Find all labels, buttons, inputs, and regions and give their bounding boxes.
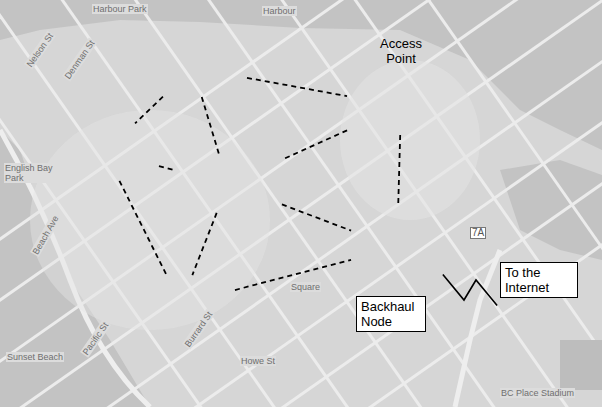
map-label: English Bay Park	[4, 163, 66, 183]
access-point	[175, 156, 281, 212]
link-line	[159, 166, 174, 170]
link-line	[443, 274, 497, 305]
node-heading: Access Point	[368, 36, 434, 66]
access-point	[52, 124, 158, 180]
internet-building: To the Internet	[498, 262, 588, 402]
map-label: Sunset Beach	[6, 352, 64, 362]
access-point	[128, 276, 234, 332]
map-label: Harbour Park	[92, 4, 148, 14]
map-label: 7A	[470, 227, 486, 239]
link-line	[282, 130, 347, 159]
map-label: BC Place Stadium	[500, 388, 575, 398]
node-label: To the Internet	[500, 262, 578, 298]
map-label: Harbour	[262, 6, 297, 16]
link-line	[192, 213, 216, 275]
access-point: Access Point	[348, 78, 454, 134]
link-line	[247, 78, 347, 96]
link-line	[135, 97, 163, 124]
link-line	[119, 181, 166, 275]
link-line	[398, 135, 400, 205]
map-label: Howe St	[240, 356, 276, 366]
access-point	[140, 40, 246, 96]
map-label: Square	[290, 282, 321, 292]
link-line	[282, 204, 351, 230]
backhaul-router: Backhaul Node	[352, 206, 442, 290]
node-label: Backhaul Node	[356, 296, 426, 332]
link-line	[202, 97, 220, 155]
